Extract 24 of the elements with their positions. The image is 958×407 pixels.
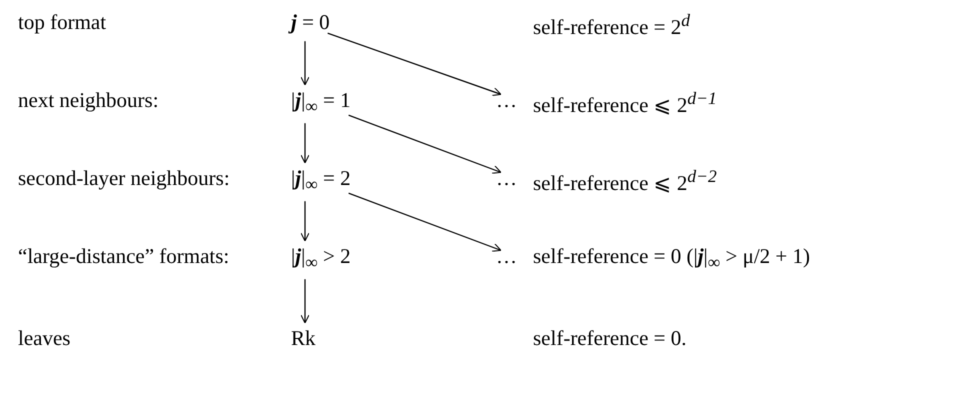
formula: self-reference ⩽ 2$^{d−1}$: [533, 88, 717, 118]
formula: Rk: [291, 326, 316, 352]
row-label: next neighbours:: [18, 88, 159, 114]
formula: self-reference = 0.: [533, 326, 686, 352]
formula: |j|$_{∞}$ > 2: [291, 244, 351, 274]
arrow: [300, 123, 310, 164]
arrow: [300, 279, 310, 324]
formula: |j|$_{∞}$ = 1: [291, 88, 351, 118]
formula: self-reference = 0 (|j|$_{∞}$ > μ/2 + 1): [533, 244, 810, 274]
arrow: [348, 192, 502, 252]
ellipsis: …: [496, 166, 517, 192]
row-label: leaves: [18, 326, 70, 352]
arrow: [327, 32, 502, 96]
row-label: second-layer neighbours:: [18, 166, 230, 192]
row-label: “large-distance” formats:: [18, 244, 230, 270]
arrow: [300, 41, 310, 86]
arrow: [300, 201, 310, 242]
formula: self-reference ⩽ 2$^{d−2}$: [533, 166, 717, 196]
formula: |j|$_{∞}$ = 2: [291, 166, 351, 196]
ellipsis: …: [496, 244, 517, 270]
formula: self-reference = 2$^{d}$: [533, 10, 690, 40]
row-label: top format: [18, 10, 106, 36]
arrow: [348, 114, 502, 174]
ellipsis: …: [496, 88, 517, 114]
